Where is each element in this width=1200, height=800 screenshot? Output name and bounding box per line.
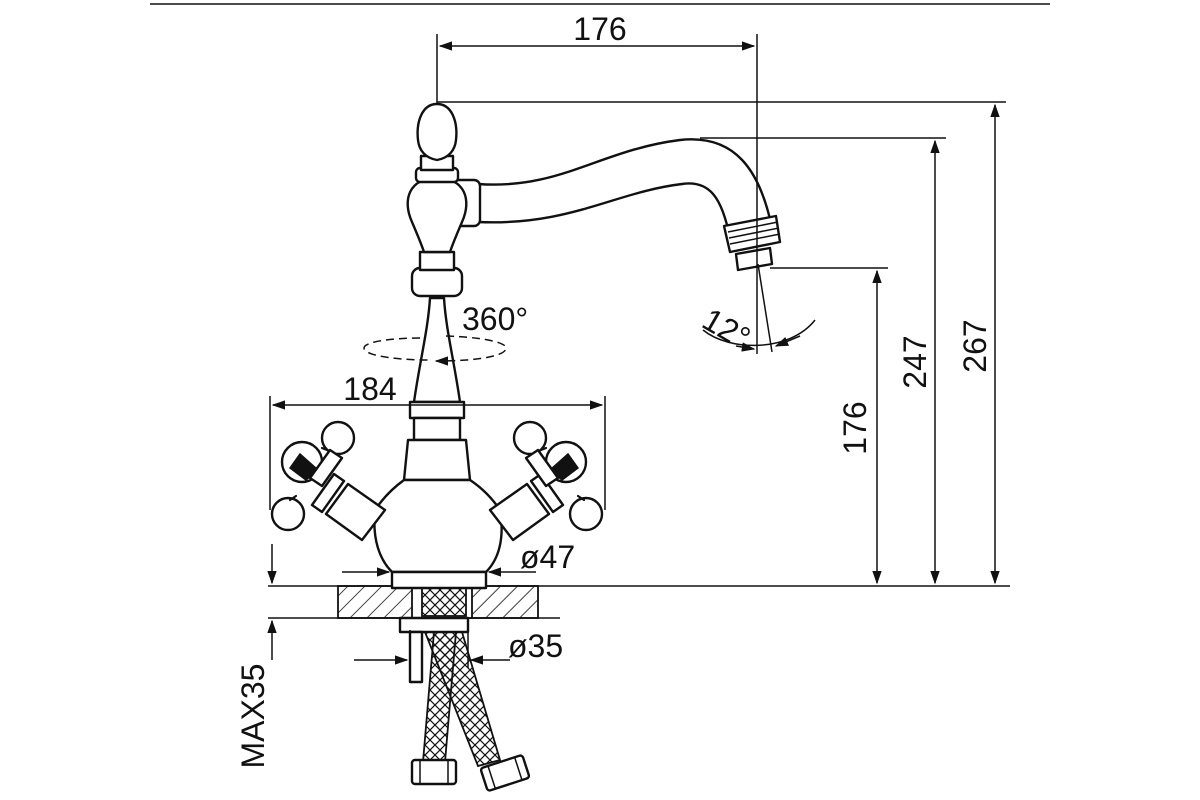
supply-hoses [398,587,531,792]
swivel-indicator [363,335,507,366]
dim-hole-diameter: ø35 [508,628,563,664]
dim-handle-span: 184 [343,371,396,407]
dim-spout-height: 247 [897,335,933,388]
dim-outlet-height: 176 [837,401,873,454]
hose-nut-left [410,758,458,786]
column-finial [416,102,458,162]
dim-total-height: 267 [957,319,993,372]
right-handle [488,420,604,542]
dim-swivel: 360° [462,301,528,337]
dim-max-countertop: MAX35 [235,664,271,769]
column-knob [406,176,468,254]
countertop [268,585,1010,619]
dimension-lines [267,34,1006,668]
left-handle [270,420,387,542]
faucet-column [402,102,472,482]
dim-spout-reach: 176 [573,11,626,47]
hose-nut-right [479,754,531,792]
faucet-base [373,478,503,574]
spout [450,138,782,272]
dim-base-diameter: ø47 [520,539,575,575]
